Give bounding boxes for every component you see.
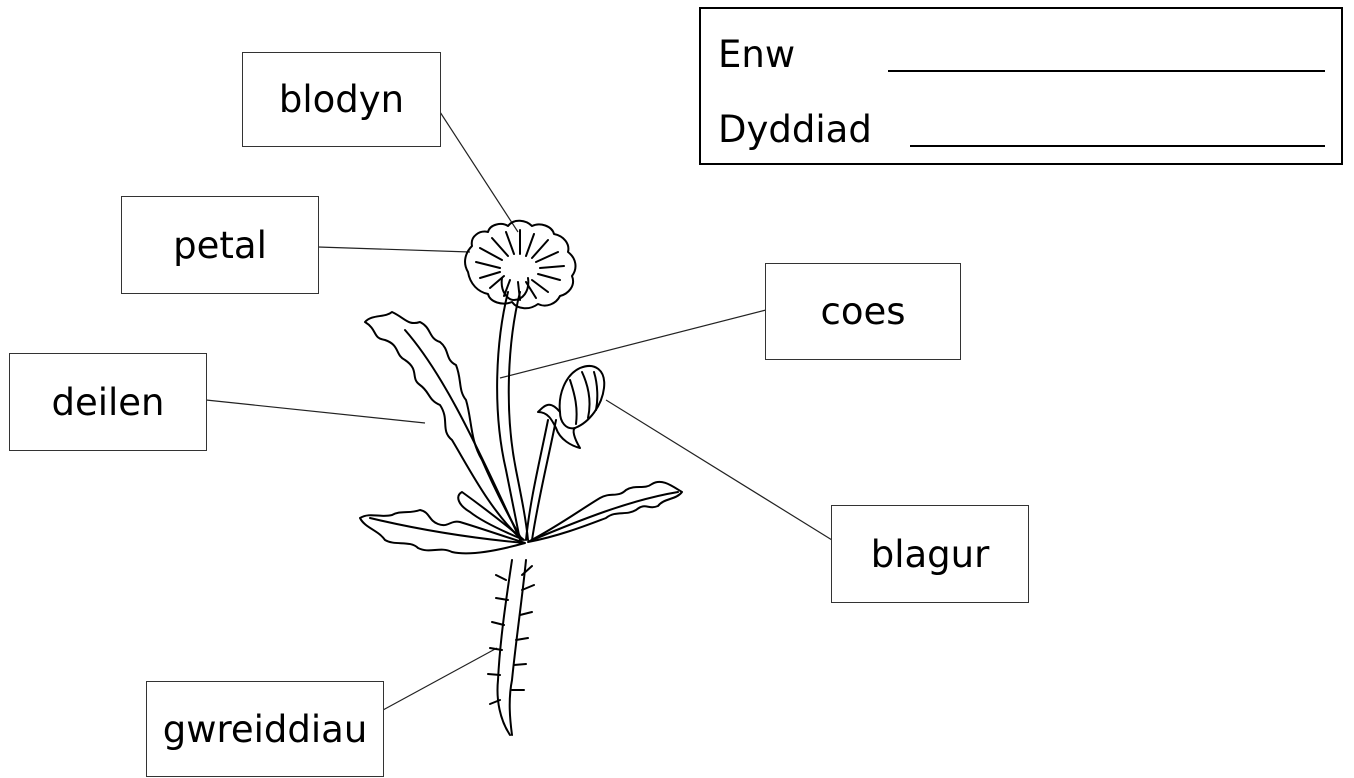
leader-line-leaf — [205, 399, 426, 424]
root-right — [508, 559, 527, 736]
bud-sepals — [537, 403, 581, 449]
label-box-stem: coes — [765, 263, 961, 360]
label-box-flower: blodyn — [242, 52, 441, 147]
right-leaf — [527, 480, 683, 543]
label-box-bud: blagur — [831, 505, 1029, 603]
label-box-roots: gwreiddiau — [146, 681, 384, 777]
label-petal: petal — [173, 223, 267, 267]
right-leaf-midrib — [529, 491, 679, 542]
label-flower: blodyn — [278, 78, 405, 121]
label-box-petal: petal — [121, 196, 319, 294]
flower-petals — [475, 229, 565, 301]
label-leaf: deilen — [51, 380, 165, 424]
flower-outline — [464, 219, 577, 310]
flower-head — [464, 219, 577, 310]
bud-stem-right — [531, 419, 557, 541]
center-leaf — [457, 491, 525, 541]
flower-base — [500, 277, 530, 301]
main-stem — [496, 291, 521, 541]
label-roots: gwreiddiau — [162, 707, 368, 751]
leader-line-roots — [382, 647, 498, 711]
leader-line-flower — [439, 111, 519, 233]
leader-line-stem — [499, 309, 767, 379]
leader-lines — [205, 111, 833, 711]
date-label: Dyddiad — [718, 108, 872, 151]
lower-left-leaf-midrib — [369, 517, 525, 544]
dandelion-plant — [359, 219, 683, 736]
lower-left-leaf — [359, 509, 526, 555]
label-bud: blagur — [870, 532, 990, 576]
date-write-line[interactable] — [910, 145, 1325, 147]
root-hairs — [487, 565, 535, 705]
bud-stem — [525, 419, 549, 541]
left-leaf-midrib — [404, 329, 519, 536]
name-date-panel: Enw Dyddiad — [699, 7, 1343, 165]
leader-line-bud — [605, 399, 833, 541]
label-stem: coes — [820, 290, 906, 333]
name-write-line[interactable] — [888, 70, 1325, 72]
name-label: Enw — [718, 33, 796, 76]
leader-line-petal — [317, 246, 471, 253]
main-stem-right — [507, 291, 529, 541]
bud-lines — [569, 371, 599, 425]
label-box-leaf: deilen — [9, 353, 207, 451]
left-leaf — [364, 311, 523, 541]
bud-head — [558, 365, 606, 430]
